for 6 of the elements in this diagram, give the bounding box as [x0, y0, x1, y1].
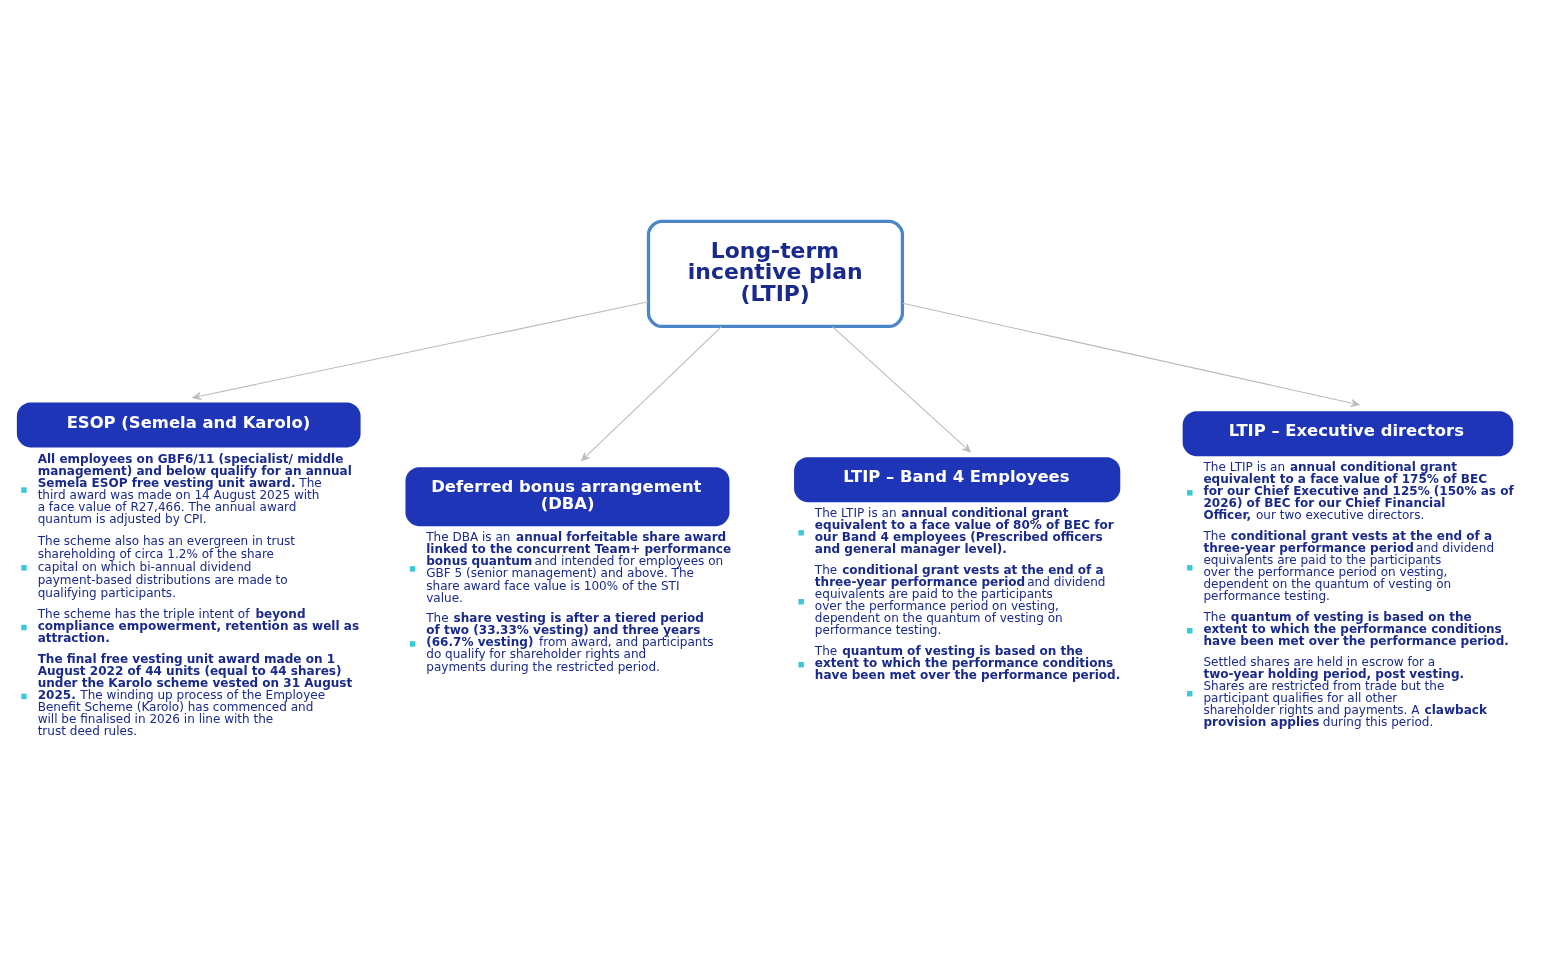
arrow	[192, 301, 649, 400]
node-label: do qualify for shareholder rights and payments during the restricted period.	[426, 647, 660, 674]
arrow	[831, 326, 971, 453]
arrow	[581, 326, 723, 462]
arrow	[902, 302, 1360, 407]
node-box: Long-term incentive plan (LTIP)	[646, 219, 905, 329]
